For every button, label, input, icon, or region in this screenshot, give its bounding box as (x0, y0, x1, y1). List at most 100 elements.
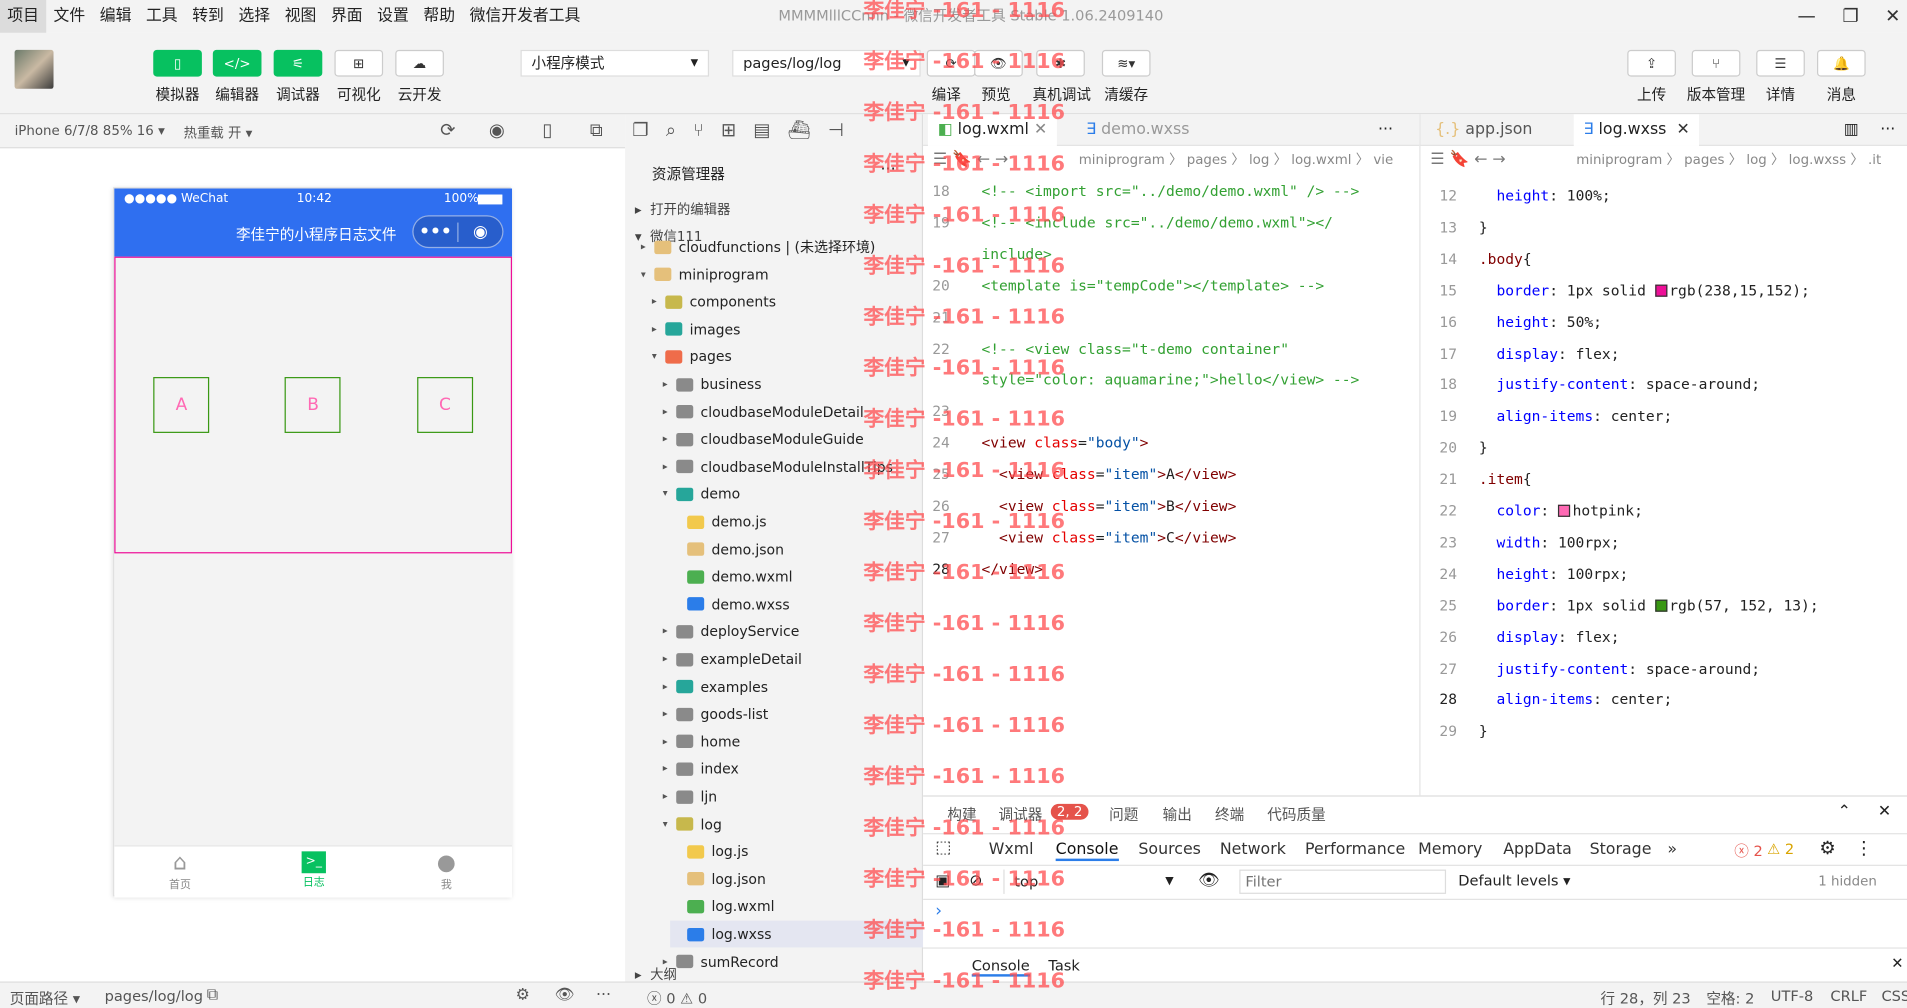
item-b[interactable]: B (285, 377, 342, 433)
encoding[interactable]: UTF-8 (1770, 987, 1814, 1005)
item-a[interactable]: A (153, 377, 210, 433)
breadcrumb-left[interactable]: miniprogram 〉 pages 〉 log 〉 log.wxml 〉 v… (1078, 152, 1394, 168)
phone-icon[interactable]: ▯ (542, 119, 553, 142)
inspect-icon[interactable]: ⬚ (935, 837, 952, 858)
close-drawer-icon[interactable]: ✕ (1891, 954, 1904, 972)
sidebar-toggle-icon[interactable]: ▣ (935, 872, 951, 891)
page-select[interactable]: pages/log/log▼ (732, 49, 921, 77)
editor-more-icon[interactable]: ··· (1377, 120, 1394, 139)
close-circle-icon[interactable]: ◉ (472, 221, 488, 242)
panel-tab[interactable]: 代码质量 (1267, 806, 1326, 824)
panel-tab[interactable]: 终端 (1214, 806, 1245, 824)
menu-item[interactable]: 工具 (146, 7, 178, 26)
toolbar-button-4-icon[interactable]: ☁ (395, 49, 444, 77)
tab-me[interactable]: ●我 (410, 851, 483, 892)
tree-item[interactable]: ▸home (659, 728, 740, 755)
tree-item[interactable]: ▸business (659, 371, 762, 398)
close-panel-icon[interactable]: ✕ (1877, 802, 1892, 821)
popout-icon[interactable]: ⧉ (589, 119, 603, 142)
panel-tab[interactable]: 调试器 (998, 806, 1043, 824)
devtools-tab[interactable]: Performance (1304, 840, 1406, 859)
breadcrumb-right[interactable]: miniprogram 〉 pages 〉 log 〉 log.wxss 〉 .… (1576, 152, 1882, 168)
upload-icon[interactable]: ⇪ (1627, 49, 1676, 77)
tree-item[interactable]: ▸ljn (659, 783, 717, 810)
more-vert-icon[interactable]: ⋮ (1854, 836, 1873, 859)
tree-item[interactable]: ▾miniprogram (637, 261, 769, 288)
collapse-icon[interactable]: ⌃ (1837, 802, 1851, 821)
eye-icon[interactable]: 👁 (1197, 870, 1220, 891)
tree-item[interactable]: demo.wxml (670, 563, 793, 590)
tree-item[interactable]: ▸components (648, 288, 776, 315)
split-editor-icon[interactable]: ▥ (1843, 120, 1859, 139)
search-icon[interactable]: ⌕ (665, 119, 677, 142)
problems-count[interactable]: ⓧ 0 ⚠ 0 (647, 989, 708, 1008)
toolbar-button-1-icon[interactable]: </> (212, 49, 262, 77)
tree-item[interactable]: ▸goods-list (659, 701, 768, 728)
line-ending[interactable]: CRLF (1830, 987, 1868, 1005)
indent-setting[interactable]: 空格: 2 (1706, 989, 1755, 1008)
explorer-more-icon[interactable]: ··· (880, 160, 896, 179)
split-icon[interactable]: ⊣ (827, 119, 844, 142)
more-icon[interactable]: ••• (419, 221, 452, 242)
devtools-tab[interactable]: Storage (1589, 840, 1652, 859)
tree-item[interactable]: ▾log (659, 811, 722, 838)
files-icon[interactable]: ❐ (632, 119, 649, 142)
maximize-icon[interactable]: ❐ (1842, 4, 1859, 27)
editor-nav-icons-right[interactable]: ☰ 🔖 ← → (1430, 150, 1506, 170)
tree-item[interactable]: ▸cloudbaseModuleDetail (659, 398, 864, 425)
copy-icon[interactable]: ⧉ (206, 986, 219, 1005)
refresh-icon[interactable]: ⟳ (440, 119, 456, 142)
tree-item[interactable]: ▸deployService (659, 618, 799, 645)
more-icon[interactable]: ··· (595, 986, 612, 1005)
tab-log-wxml[interactable]: ◧ log.wxml ✕ (927, 114, 1057, 146)
tree-item[interactable]: ▸cloudbaseModuleInstallTips (659, 453, 893, 480)
avatar[interactable] (14, 49, 54, 89)
settings-icon[interactable]: ⚙ (515, 986, 530, 1005)
levels-select[interactable]: Default levels ▾ (1458, 872, 1571, 890)
menu-item[interactable]: 界面 (330, 7, 363, 26)
console-prompt[interactable]: › (935, 901, 943, 921)
panel-tab[interactable]: 输出 (1162, 806, 1192, 824)
tree-item[interactable]: ▸images (648, 316, 741, 343)
devtools-tab[interactable]: Network (1219, 840, 1286, 859)
tab-log[interactable]: >_日志 (277, 851, 350, 889)
devtools-tab[interactable]: Wxml (988, 840, 1034, 859)
tree-item[interactable]: log.js (670, 838, 748, 865)
version-icon[interactable]: ⑂ (1691, 49, 1741, 77)
close-tab-icon[interactable]: ✕ (1676, 120, 1690, 139)
compile-icon[interactable]: ⟳ (926, 49, 976, 77)
tree-item[interactable]: ▸index (659, 756, 739, 783)
menu-item[interactable]: 微信开发者工具 (469, 7, 581, 26)
toolbar-button-0-icon[interactable]: ▯ (153, 49, 202, 77)
docker-icon[interactable]: ⛴ (787, 119, 811, 142)
language-mode[interactable]: CSS (1881, 987, 1907, 1005)
menu-item[interactable]: 项目 (0, 0, 47, 33)
preview-icon[interactable]: 👁 (974, 49, 1023, 77)
preview-eye-icon[interactable]: 👁 (554, 986, 575, 1005)
tree-item[interactable]: ▸sumRecord (659, 948, 779, 975)
devtools-tab[interactable]: Memory (1418, 840, 1483, 859)
settings-gear-icon[interactable]: ⚙ (1819, 836, 1836, 859)
toolbar-button-2-icon[interactable]: ⚟ (273, 49, 323, 77)
menu-item[interactable]: 选择 (238, 7, 271, 26)
bottom-tab-task[interactable]: Task (1048, 957, 1080, 975)
git-icon[interactable]: ⑂ (693, 119, 705, 142)
panel-tab[interactable]: 构建 (947, 806, 977, 824)
hot-reload-toggle[interactable]: 热重载 开 ▾ (183, 125, 253, 142)
tab-app-json[interactable]: {.} app.json (1435, 120, 1533, 139)
outline-section[interactable]: ▸ 大纲 (634, 966, 677, 983)
device-select[interactable]: iPhone 6/7/8 85% 16 ▾ (14, 122, 165, 139)
devtools-tab[interactable]: AppData (1503, 840, 1572, 859)
debug-bug-icon[interactable]: ✱ (1036, 49, 1085, 77)
clear-cache-icon[interactable]: ≋▾ (1101, 49, 1151, 77)
panel-tab[interactable]: 问题 (1109, 806, 1139, 824)
tree-item[interactable]: demo.json (670, 536, 784, 563)
tree-item[interactable]: ▾demo (659, 481, 740, 508)
tree-item[interactable]: demo.js (670, 508, 767, 535)
tree-item[interactable]: ▸cloudbaseModuleGuide (659, 426, 864, 453)
tree-item[interactable]: log.wxml (670, 893, 774, 920)
minimize-icon[interactable]: — (1797, 4, 1816, 27)
item-c[interactable]: C (416, 377, 473, 433)
devtools-tab[interactable]: Console (1055, 840, 1119, 862)
bell-icon[interactable]: 🔔 (1817, 49, 1866, 77)
